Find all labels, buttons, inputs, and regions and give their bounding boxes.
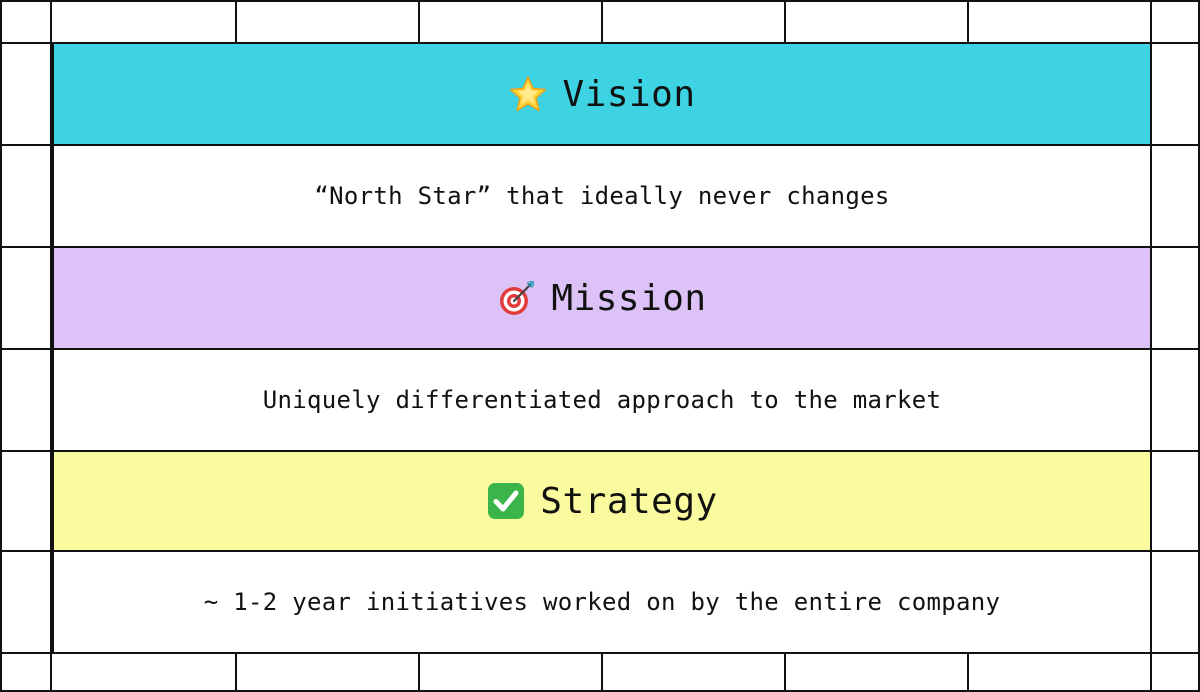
strategy-heading: Strategy [486,481,717,522]
strategy-heading-band: Strategy [52,450,1152,550]
star-icon [510,76,547,112]
grid-line [784,2,786,43]
dart-target-icon [500,281,535,315]
grid-line [601,2,603,43]
grid-line [967,653,969,690]
vision-description-band: “North Star” that ideally never changes [52,144,1152,246]
mission-description-band: Uniquely differentiated approach to the … [52,348,1152,450]
strategy-description-band: ~ 1-2 year initiatives worked on by the … [52,550,1152,654]
strategy-description: ~ 1-2 year initiatives worked on by the … [203,588,1001,616]
grid-line [601,653,603,690]
mission-description: Uniquely differentiated approach to the … [262,386,942,414]
check-mark-icon [488,483,525,519]
grid-line [967,2,969,43]
vision-heading: Vision [508,74,695,115]
strategy-heading-label: Strategy [540,480,718,522]
grid-line [418,653,420,690]
vision-heading-label: Vision [562,73,696,115]
mission-heading: Mission [497,278,706,319]
vision-description: “North Star” that ideally never changes [314,182,890,210]
mission-heading-label: Mission [551,277,707,319]
grid-line [50,2,52,690]
grid-line [235,2,237,43]
grid-line [235,653,237,690]
vision-heading-band: Vision [52,42,1152,144]
mission-heading-band: Mission [52,246,1152,348]
grid-line [784,653,786,690]
grid-line [418,2,420,43]
